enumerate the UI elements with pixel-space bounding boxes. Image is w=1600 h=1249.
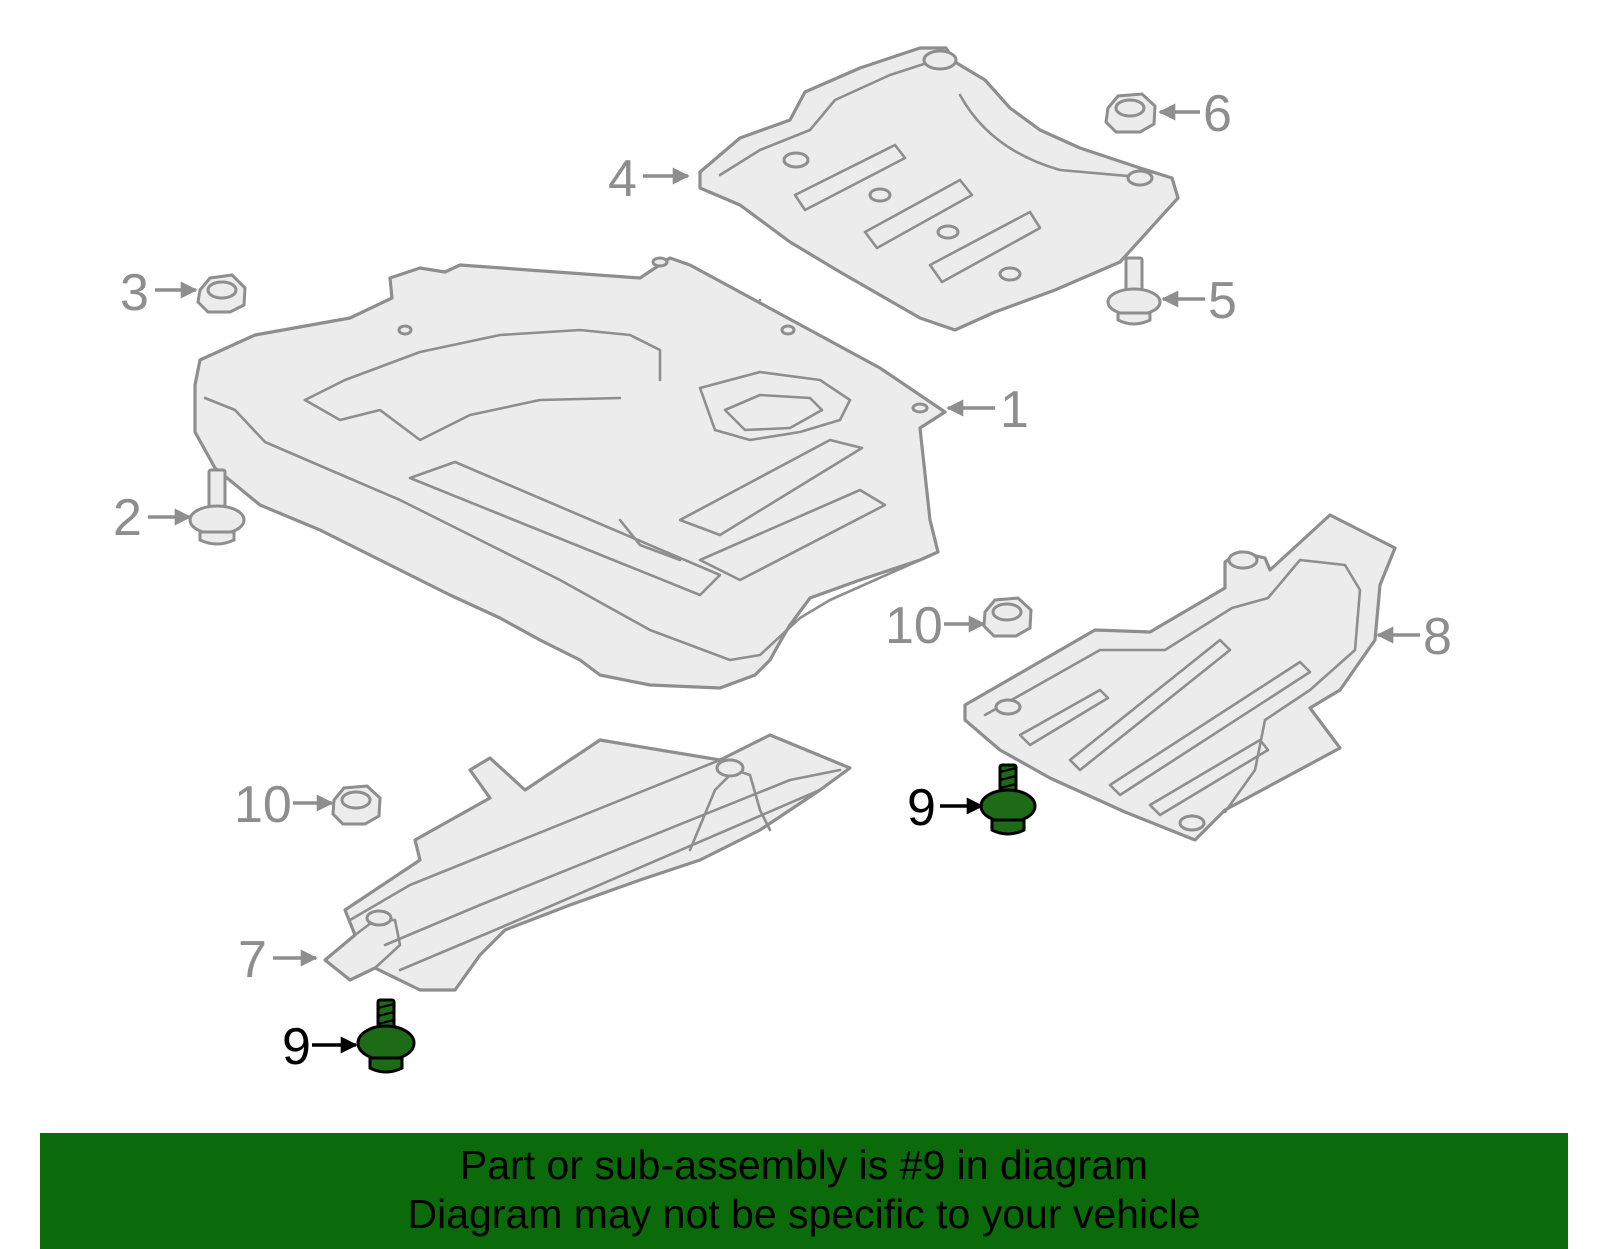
nut-3-icon: [196, 273, 247, 314]
callout-9-right[interactable]: 9: [907, 779, 936, 837]
stud-icon: [1227, 550, 1259, 570]
callout-10-lower: 10: [234, 776, 292, 834]
stud-icon: [922, 49, 958, 71]
banner-line-disclaimer: Diagram may not be specific to your vehi…: [407, 1191, 1201, 1237]
bolt-9-right-icon[interactable]: [979, 763, 1037, 836]
callout-6: 6: [1203, 85, 1232, 143]
stud-icon: [715, 758, 745, 778]
callout-1: 1: [1000, 381, 1029, 439]
callout-4: 4: [608, 150, 637, 208]
callout-10-upper: 10: [885, 597, 943, 655]
hole-icon: [994, 698, 1022, 716]
bolt-9-lower-icon[interactable]: [356, 998, 416, 1074]
hole-icon: [365, 909, 393, 927]
hole-icon: [936, 224, 960, 240]
nut-10-lower-icon: [331, 784, 382, 826]
hole-icon: [780, 324, 796, 336]
callout-3: 3: [120, 264, 149, 322]
banner-line-part: Part or sub-assembly is #9 in diagram: [459, 1142, 1149, 1188]
part-8-shield: [963, 513, 1397, 842]
callout-5: 5: [1208, 272, 1237, 330]
hole-icon: [1178, 814, 1206, 832]
callout-8: 8: [1423, 608, 1452, 666]
callout-7: 7: [238, 931, 267, 989]
hole-icon: [998, 266, 1022, 282]
part-7-shield: [323, 733, 852, 992]
nut-10-upper-icon: [982, 596, 1033, 638]
stud-icon: [1126, 169, 1154, 187]
part-4-shield: [698, 46, 1180, 332]
nut-6-icon: [1104, 92, 1157, 134]
hole-icon: [782, 151, 810, 169]
hole-icon: [911, 402, 929, 414]
hole-icon: [651, 256, 669, 268]
hole-icon: [397, 324, 413, 336]
callout-2: 2: [113, 489, 142, 547]
bolt-2-icon: [188, 468, 246, 546]
bolt-5-icon: [1106, 256, 1162, 326]
callout-9-lower[interactable]: 9: [282, 1018, 311, 1076]
hole-icon: [868, 187, 892, 203]
part-1-shield: [193, 256, 947, 690]
info-banner: Part or sub-assembly is #9 in diagram Di…: [40, 1133, 1568, 1249]
